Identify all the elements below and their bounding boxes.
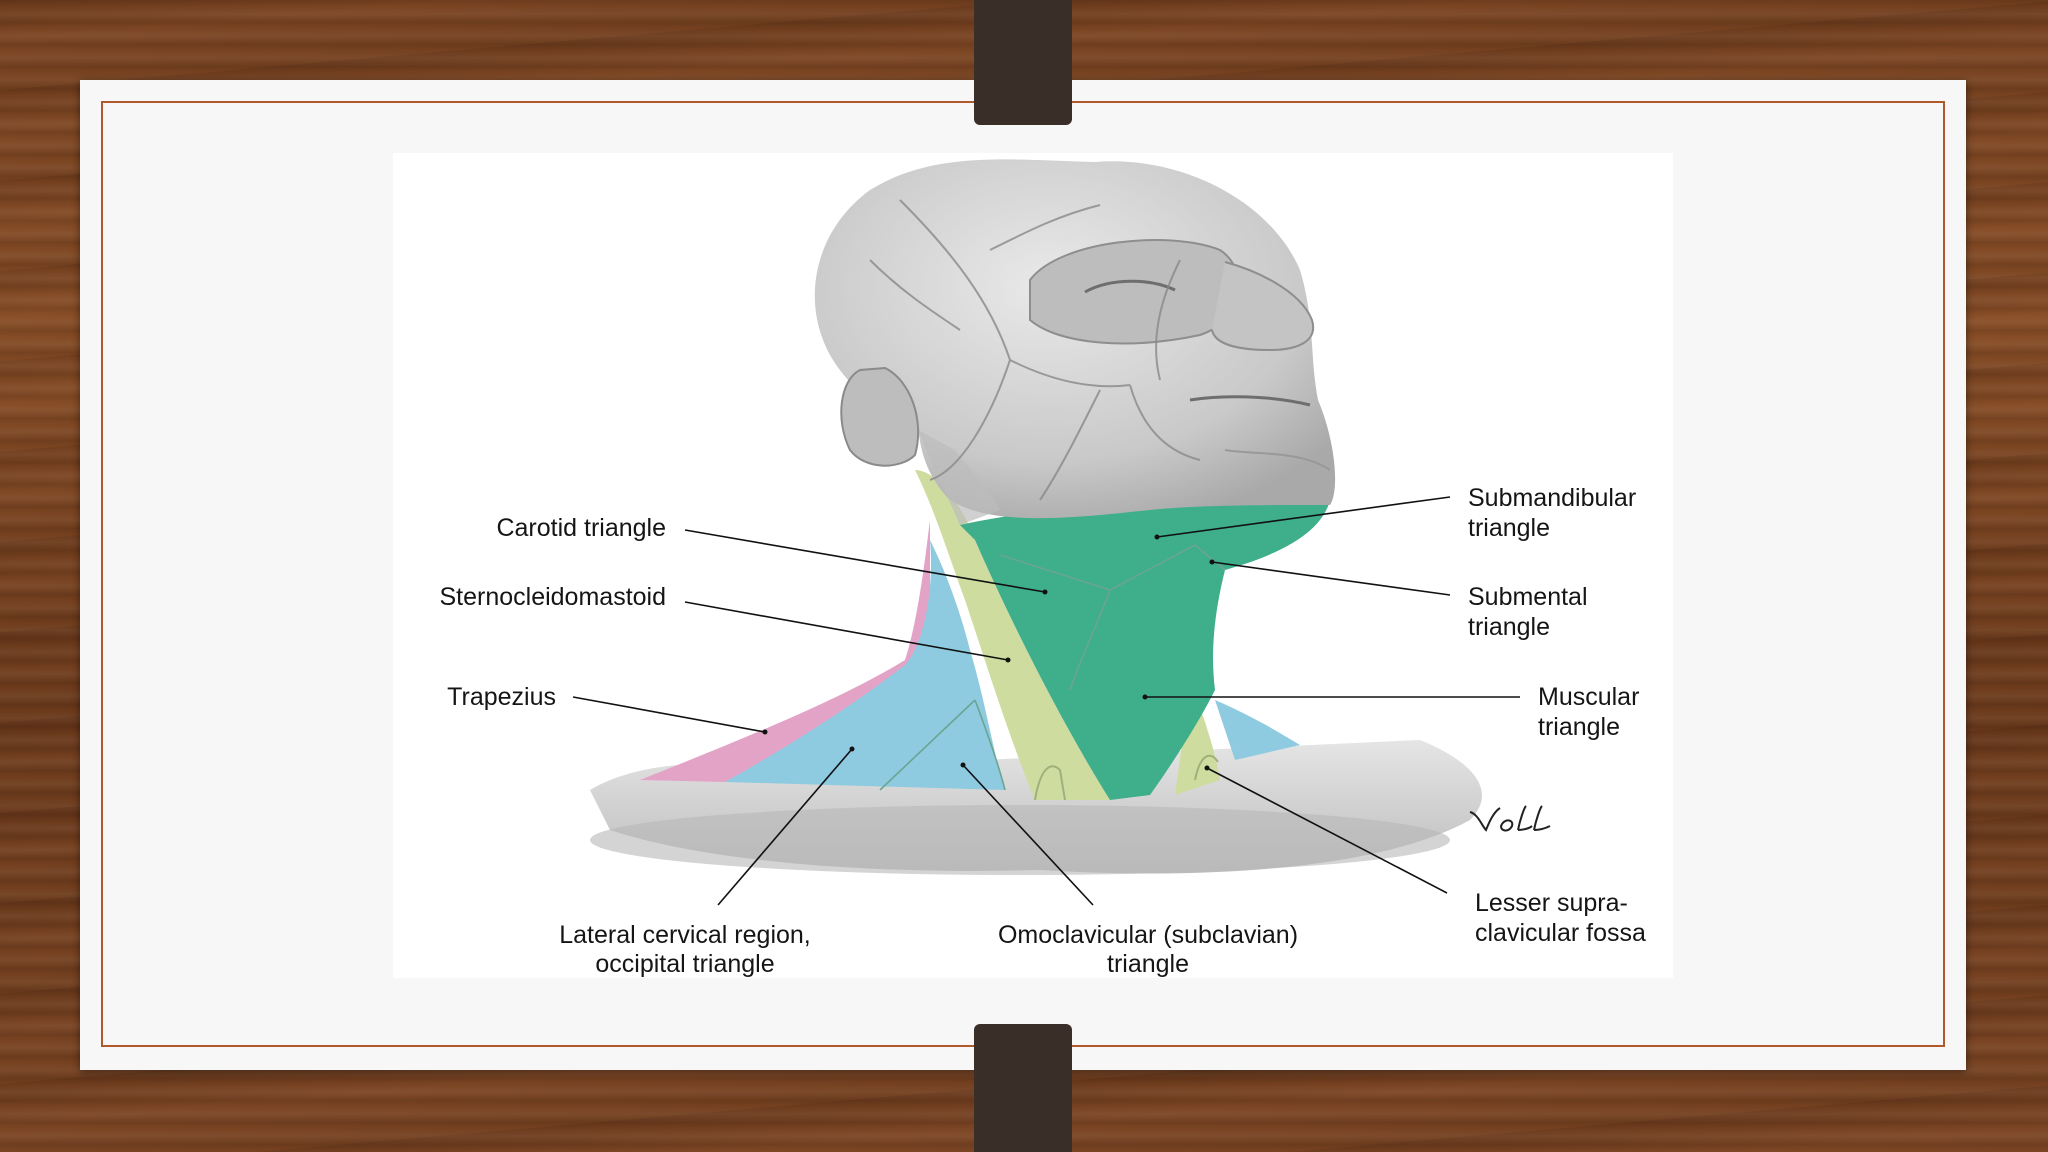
label-submental-line1: Submental: [1468, 583, 1588, 611]
anterior-triangle-region: [960, 500, 1330, 800]
label-omoclavicular-line2: triangle: [1107, 950, 1189, 978]
leader-submandibular: [1156, 496, 1451, 538]
ear: [840, 366, 920, 467]
closed-eye: [1084, 279, 1176, 294]
clavicle-shading: [1034, 754, 1219, 801]
facial-region-lines: [869, 199, 1201, 501]
label-submandibular-line2: triangle: [1468, 514, 1550, 542]
label-submandibular-line1: Submandibular: [1468, 484, 1636, 512]
label-lateral-line1: Lateral cervical region,: [559, 921, 811, 949]
label-omoclavicular-line1: Omoclavicular (subclavian): [998, 921, 1298, 949]
leader-submental: [1211, 561, 1451, 596]
bottom-clip: [974, 1024, 1072, 1152]
lateral-cervical-region: [725, 540, 1005, 790]
top-clip: [974, 0, 1072, 125]
leader-omoclavicular: [962, 764, 1094, 906]
triangle-borders: [879, 544, 1226, 791]
leader-carotid: [684, 529, 1046, 593]
nose: [1211, 261, 1315, 352]
right-lateral-region: [1215, 700, 1300, 760]
artist-signature: [1469, 805, 1551, 832]
leader-dots: [762, 534, 1215, 771]
label-sternocleidomastoid: Sternocleidomastoid: [439, 583, 666, 611]
label-muscular-line1: Muscular: [1538, 683, 1639, 711]
leader-lesser: [1206, 767, 1448, 894]
chin: [1224, 449, 1331, 471]
label-trapezius: Trapezius: [447, 683, 556, 711]
leader-scm: [684, 601, 1009, 661]
leader-lateral: [717, 748, 853, 906]
sternocleidomastoid-region: [915, 470, 1110, 800]
label-lesser-line1: Lesser supra-: [1475, 889, 1628, 917]
label-submental-line2: triangle: [1468, 613, 1550, 641]
label-carotid-triangle: Carotid triangle: [496, 514, 666, 542]
label-lesser-line2: clavicular fossa: [1475, 919, 1646, 947]
label-muscular-line2: triangle: [1538, 713, 1620, 741]
neck-shading: [918, 430, 1000, 525]
leader-lines: [572, 496, 1520, 906]
mouth: [1189, 395, 1311, 407]
shoulder-shadow: [590, 805, 1450, 875]
label-lateral-line2: occipital triangle: [595, 950, 774, 978]
leader-trapezius: [572, 696, 766, 733]
